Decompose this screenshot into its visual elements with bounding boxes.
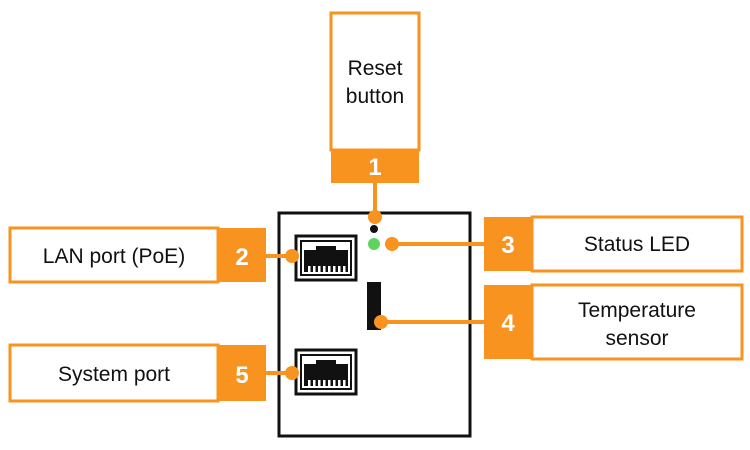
callout-lan-port: LAN port (PoE) 2 (8, 226, 299, 284)
temp-label-line1: Temperature (578, 299, 696, 322)
system-badge-number: 5 (235, 362, 248, 389)
temp-badge-number: 4 (501, 310, 515, 337)
reset-label-line1: Reset (348, 57, 403, 80)
status-badge-number: 3 (501, 232, 514, 259)
reset-hole-icon (370, 225, 378, 233)
lan-label: LAN port (PoE) (43, 245, 185, 268)
callout-temperature-sensor: 4 Temperature sensor (374, 283, 744, 361)
temp-label-line2: sensor (605, 327, 668, 350)
lan-badge-number: 2 (235, 244, 248, 271)
status-label: Status LED (584, 233, 690, 256)
system-label: System port (58, 363, 170, 386)
lan-port-icon (294, 234, 358, 282)
callout-status-led: 3 Status LED (385, 215, 744, 273)
callout-system-port: System port 5 (8, 343, 299, 403)
status-led-icon (368, 238, 380, 250)
reset-badge-number: 1 (368, 154, 381, 181)
reset-label-line2: button (346, 85, 404, 108)
system-port-icon (294, 348, 358, 396)
callout-reset-button: Reset button 1 (329, 11, 421, 224)
